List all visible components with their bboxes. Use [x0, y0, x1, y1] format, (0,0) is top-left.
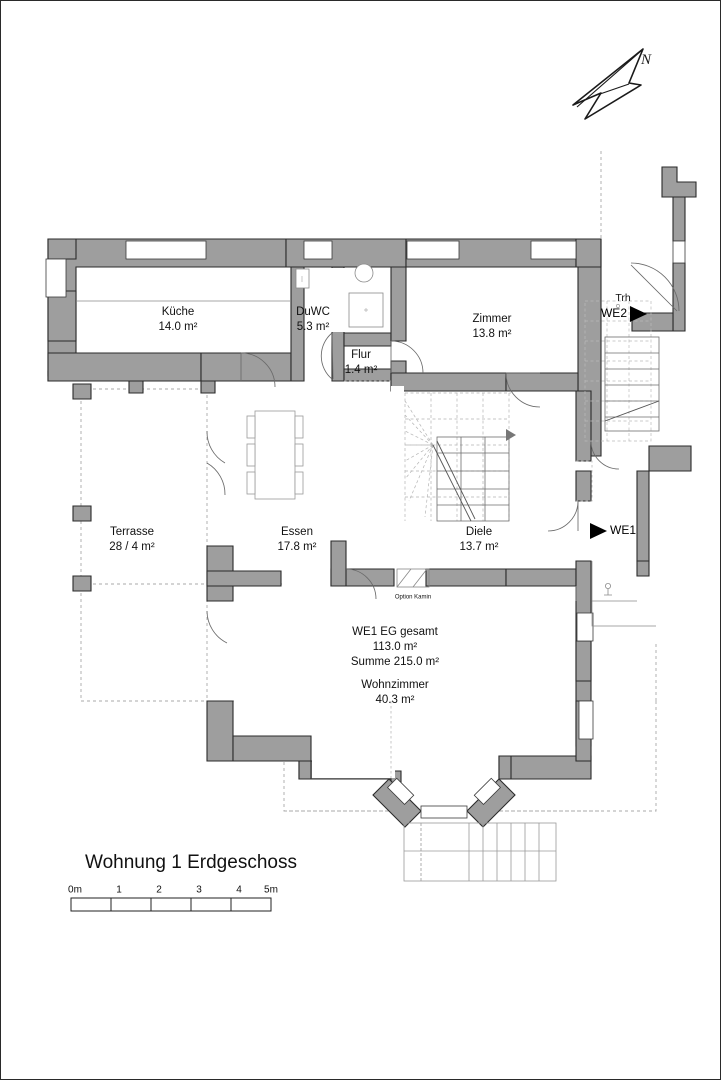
north-arrow-label: N — [640, 52, 652, 68]
room-name: DuWC — [296, 306, 330, 318]
option-kamin-label: Option Kamin — [395, 595, 431, 601]
room-label-duwc: DuWC 5.3 m² — [296, 306, 330, 333]
chair — [246, 471, 256, 495]
room-area: 17.8 m² — [278, 541, 317, 553]
scale-tick: 5m — [264, 885, 278, 896]
scale-tick: 0m — [68, 885, 82, 896]
summary-line-1: WE1 EG gesamt — [352, 626, 438, 638]
room-label-diele: Diele 13.7 m² — [460, 526, 499, 553]
room-label-zimmer: Zimmer 13.8 m² — [473, 313, 512, 340]
window-duwc-north — [303, 240, 333, 260]
door-swings — [206, 262, 680, 644]
stairs-exterior — [403, 822, 557, 882]
window-wohnzimmer-east-b — [576, 612, 594, 642]
arrow-left-icon — [590, 523, 607, 539]
room-area: 1.4 m² — [345, 364, 378, 376]
sink-icon — [354, 263, 374, 283]
unit-marker-we1: WE1 — [590, 523, 636, 539]
window-bay-left — [386, 777, 415, 806]
stair-direction-arrow — [506, 429, 516, 441]
unit-marker-we2: WE2 — [601, 306, 647, 322]
room-name: Essen — [281, 526, 313, 538]
room-area: 13.7 m² — [460, 541, 499, 553]
chair — [246, 415, 256, 439]
summary-line-2: 113.0 m² — [373, 641, 418, 653]
room-name: Terrasse — [110, 526, 154, 538]
stairs-central — [404, 392, 516, 522]
room-name: Küche — [162, 306, 195, 318]
scale-tick: 3 — [196, 885, 202, 896]
window-zimmer-north-b — [530, 240, 577, 260]
room-label-terrasse: Terrasse 28 / 4 m² — [109, 526, 155, 553]
north-arrow: N — [572, 48, 652, 120]
room-label-kueche: Küche 14.0 m² — [159, 306, 198, 333]
scale-bar: 0m 1 2 3 4 5m — [68, 885, 278, 912]
dashed-guides — [344, 380, 593, 781]
unit-marker-label: WE1 — [610, 523, 636, 537]
room-interiors — [77, 268, 636, 778]
chair — [294, 471, 304, 495]
chair — [294, 443, 304, 467]
room-area: 40.3 m² — [376, 694, 415, 706]
window-bay-center — [420, 805, 468, 819]
interior-thin-lines — [77, 300, 656, 627]
room-name: Wohnzimmer — [361, 679, 429, 691]
summary-block: WE1 EG gesamt 113.0 m² Summe 215.0 m² — [351, 626, 439, 668]
shower-drain-icon — [364, 308, 368, 312]
window-kueche-west — [45, 258, 67, 298]
option-kamin-symbol — [396, 568, 430, 588]
stairs-right — [584, 300, 660, 442]
room-label-flur: Flur 1.4 m² — [345, 349, 378, 376]
windows — [45, 240, 686, 819]
treppenhaus-label: Trh — [615, 292, 631, 304]
room-label-wohnzimmer: Wohnzimmer 40.3 m² — [361, 679, 429, 706]
scale-tick: 1 — [116, 885, 122, 896]
summary-line-3: Summe 215.0 m² — [351, 656, 439, 668]
page-title: Wohnung 1 Erdgeschoss — [85, 852, 297, 873]
room-name: Zimmer — [473, 313, 512, 325]
lobby-fixture — [604, 583, 612, 596]
furniture-dining-set — [246, 410, 304, 500]
room-area: 5.3 m² — [297, 321, 330, 333]
chair — [294, 415, 304, 439]
room-labels: Küche 14.0 m² DuWC 5.3 m² Flur 1.4 m² Zi… — [109, 306, 511, 706]
window-bay-right — [473, 777, 502, 806]
room-area: 28 / 4 m² — [109, 541, 155, 553]
window-zimmer-north-a — [406, 240, 460, 260]
scale-tick: 2 — [156, 885, 162, 896]
window-right-stair — [672, 240, 686, 264]
room-name: Flur — [351, 349, 371, 361]
room-area: 13.8 m² — [473, 328, 512, 340]
dining-table — [254, 410, 296, 500]
room-name: Diele — [466, 526, 492, 538]
window-kueche-north — [125, 240, 207, 260]
room-label-essen: Essen 17.8 m² — [278, 526, 317, 553]
arrow-right-icon — [630, 306, 647, 322]
unit-marker-label: WE2 — [601, 306, 627, 320]
wc-fixture — [295, 268, 310, 289]
chair — [246, 443, 256, 467]
room-area: 14.0 m² — [159, 321, 198, 333]
scale-tick: 4 — [236, 885, 242, 896]
window-wohnzimmer-east — [578, 700, 594, 740]
fixtures-duwc — [295, 263, 384, 328]
